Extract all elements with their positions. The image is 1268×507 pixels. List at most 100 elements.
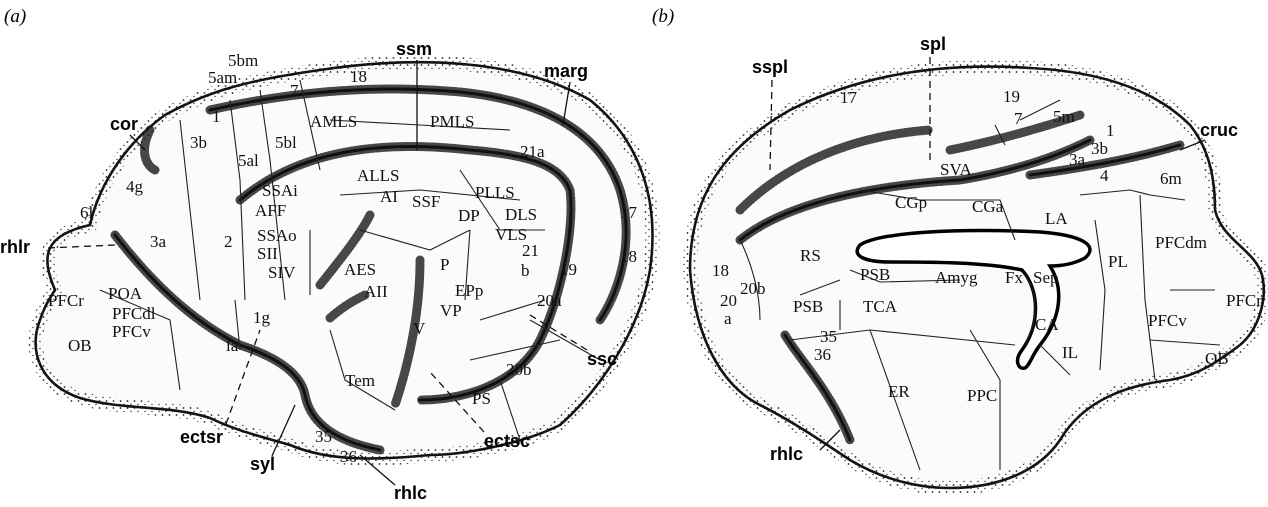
- area-b-PSB: PSB: [860, 265, 890, 284]
- panel-a-label: (a): [4, 6, 26, 27]
- area-b-6m: 6m: [1160, 169, 1182, 188]
- sulcus-a-marg: marg: [544, 61, 588, 81]
- panel-b: (b): [652, 6, 1264, 488]
- sulcus-b-sspl: sspl: [752, 57, 788, 77]
- sulcus-a-rhlc: rhlc: [394, 483, 427, 503]
- area-b-18: 18: [712, 261, 729, 280]
- sulcus-a-syl: syl: [250, 454, 275, 474]
- area-a-PFCr: PFCr: [48, 291, 84, 310]
- area-a-PLLS: PLLS: [475, 183, 515, 202]
- area-a-Tem: Tem: [345, 371, 375, 390]
- area-a-SII: SII: [257, 244, 278, 263]
- area-a-ALLS: ALLS: [357, 166, 400, 185]
- area-b-IL: IL: [1062, 343, 1078, 362]
- area-b-RS: RS: [800, 246, 821, 265]
- area-b-Sep: Sep: [1033, 268, 1059, 287]
- area-a-21: 21: [522, 241, 539, 260]
- sulcus-b-spl: spl: [920, 34, 946, 54]
- area-b-PFCr: PFCr: [1226, 291, 1262, 310]
- area-b-PPC: PPC: [967, 386, 997, 405]
- area-a-SSAi: SSAi: [262, 181, 298, 200]
- area-b-CGa: CGa: [972, 197, 1004, 216]
- area-a-7: 7: [290, 81, 299, 100]
- sulcus-a-ssc: ssc: [587, 349, 617, 369]
- area-b-TCA: TCA: [863, 297, 898, 316]
- area-b-19: 19: [1003, 87, 1020, 106]
- area-b-a: a: [724, 309, 732, 328]
- area-b-3a: 3a: [1069, 150, 1086, 169]
- area-a-P: P: [440, 255, 449, 274]
- area-b-35: 35: [820, 327, 837, 346]
- area-a-SSF: SSF: [412, 192, 440, 211]
- area-b-ER: ER: [888, 382, 910, 401]
- area-a-18b: 18: [620, 247, 637, 266]
- area-a-SIV: SIV: [268, 263, 296, 282]
- area-a-PS: PS: [472, 389, 491, 408]
- sulcus-a-ssm: ssm: [396, 39, 432, 59]
- area-a-PFCv: PFCv: [112, 322, 151, 341]
- area-a-AMLS: AMLS: [310, 112, 357, 131]
- area-a-AI: AI: [380, 187, 398, 206]
- sulcus-a-cor: cor: [110, 114, 138, 134]
- area-a-1g: 1g: [253, 308, 271, 327]
- area-a-3a: 3a: [150, 232, 167, 251]
- sulcus-a-rhlr: rhlr: [0, 237, 30, 257]
- area-b-SVA: SVA: [940, 160, 973, 179]
- panel-a: (a): [0, 6, 653, 503]
- area-a-18: 18: [350, 67, 367, 86]
- area-b-3b: 3b: [1091, 139, 1108, 158]
- area-a-POA: POA: [108, 284, 143, 303]
- area-a-19: 19: [560, 260, 577, 279]
- area-a-PMLS: PMLS: [430, 112, 474, 131]
- area-a-VP: VP: [440, 301, 462, 320]
- area-a-5am: 5am: [208, 68, 237, 87]
- area-b-5m: 5m: [1053, 107, 1075, 126]
- area-b-PFCv: PFCv: [1148, 311, 1187, 330]
- sulcus-a-ectsr: ectsr: [180, 427, 223, 447]
- area-a-20b: 20b: [506, 360, 532, 379]
- area-a-5al: 5al: [238, 151, 259, 170]
- area-a-DLS: DLS: [505, 205, 537, 224]
- area-a-3b: 3b: [190, 133, 207, 152]
- area-b-7: 7: [1014, 109, 1023, 128]
- area-b-20: 20: [720, 291, 737, 310]
- area-b-PFCdm: PFCdm: [1155, 233, 1207, 252]
- area-b-1: 1: [1106, 121, 1115, 140]
- area-b-PSB2: PSB: [793, 297, 823, 316]
- area-b-20b: 20b: [740, 279, 766, 298]
- area-a-6l: 6l: [80, 203, 94, 222]
- area-a-la: la: [226, 336, 239, 355]
- area-a-b: b: [521, 261, 530, 280]
- area-a-36: 36: [340, 447, 357, 466]
- area-a-V: V: [413, 319, 426, 338]
- area-b-CA: CA: [1035, 315, 1059, 334]
- area-b-CGp: CGp: [895, 193, 927, 212]
- area-a-AES: AES: [344, 260, 376, 279]
- area-a-OB: OB: [68, 336, 92, 355]
- area-a-AII: AII: [364, 282, 388, 301]
- area-a-DP: DP: [458, 206, 480, 225]
- area-a-EPp: EPp: [455, 281, 483, 300]
- sulcus-a-ectsc: ectsc: [484, 431, 530, 451]
- area-b-Amyg: Amyg: [935, 268, 978, 287]
- panel-b-label: (b): [652, 6, 674, 27]
- area-a-20a: 20a: [537, 291, 562, 310]
- area-b-17: 17: [840, 88, 858, 107]
- sulcus-b-rhlc: rhlc: [770, 444, 803, 464]
- area-a-17: 17: [620, 203, 638, 222]
- area-a-2: 2: [224, 232, 233, 251]
- area-a-35: 35: [315, 427, 332, 446]
- area-a-SSAo: SSAo: [257, 226, 297, 245]
- area-b-4: 4: [1100, 166, 1109, 185]
- area-b-OB: OB: [1205, 349, 1229, 368]
- area-b-36: 36: [814, 345, 831, 364]
- area-a-21a: 21a: [520, 142, 545, 161]
- area-a-1: 1: [212, 107, 221, 126]
- area-a-4g: 4g: [126, 177, 144, 196]
- area-b-LA: LA: [1045, 209, 1068, 228]
- area-a-5bl: 5bl: [275, 133, 297, 152]
- area-b-Fx: Fx: [1005, 268, 1023, 287]
- sulcus-b-cruc: cruc: [1200, 120, 1238, 140]
- area-b-PL: PL: [1108, 252, 1128, 271]
